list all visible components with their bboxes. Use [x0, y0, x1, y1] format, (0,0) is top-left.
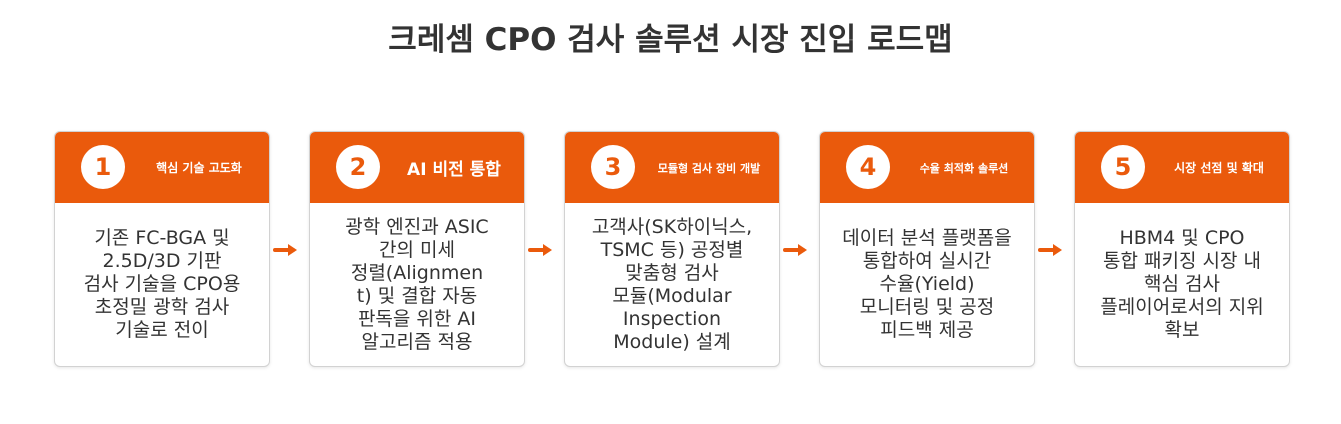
roadmap-step-4: 4 수율 최적화 솔루션 데이터 분석 플랫폼을 통합하여 실시간 수율(Yie…: [819, 131, 1035, 367]
step-header: 3 모듈형 검사 장비 개발: [565, 132, 779, 203]
step-label: 수율 최적화 솔루션: [919, 161, 1009, 175]
arrow-right-icon: [783, 244, 807, 256]
step-label: 핵심 기술 고도화: [156, 161, 242, 175]
step-number-badge: 3: [591, 145, 635, 189]
roadmap-step-3: 3 모듈형 검사 장비 개발 고객사(SK하이닉스, TSMC 등) 공정별 맞…: [564, 131, 780, 367]
step-header: 5 시장 선점 및 확대: [1075, 132, 1289, 203]
step-header: 4 수율 최적화 솔루션: [820, 132, 1034, 203]
arrow-right-icon: [273, 244, 297, 256]
step-label: AI 비전 통합: [407, 160, 501, 180]
step-description: 기존 FC-BGA 및 2.5D/3D 기판 검사 기술을 CPO용 초정밀 광…: [83, 227, 241, 341]
arrow-right-icon: [1038, 244, 1062, 256]
page-title: 크레셈 CPO 검사 솔루션 시장 진입 로드맵: [388, 22, 953, 58]
step-label: 모듈형 검사 장비 개발: [657, 161, 761, 175]
step-number-badge: 2: [336, 145, 380, 189]
arrow-right-icon: [528, 244, 552, 256]
roadmap-step-2: 2 AI 비전 통합 광학 엔진과 ASIC 간의 미세 정렬(Alignmen…: [309, 131, 525, 367]
roadmap-step-5: 5 시장 선점 및 확대 HBM4 및 CPO 통합 패키징 시장 내 핵심 검…: [1074, 131, 1290, 367]
step-header: 2 AI 비전 통합: [310, 132, 524, 203]
step-number-badge: 5: [1101, 145, 1145, 189]
step-description: 데이터 분석 플랫폼을 통합하여 실시간 수율(Yield) 모니터링 및 공정…: [842, 227, 1012, 341]
step-header: 1 핵심 기술 고도화: [55, 132, 269, 203]
step-number-badge: 1: [81, 145, 125, 189]
step-description: HBM4 및 CPO 통합 패키징 시장 내 핵심 검사 플레이어로서의 지위 …: [1100, 227, 1264, 341]
step-description: 광학 엔진과 ASIC 간의 미세 정렬(Alignmen t) 및 결합 자동…: [345, 215, 489, 353]
roadmap-step-1: 1 핵심 기술 고도화 기존 FC-BGA 및 2.5D/3D 기판 검사 기술…: [54, 131, 270, 367]
step-number-badge: 4: [846, 145, 890, 189]
step-description: 고객사(SK하이닉스, TSMC 등) 공정별 맞춤형 검사 모듈(Modula…: [591, 215, 753, 353]
step-label: 시장 선점 및 확대: [1174, 161, 1264, 175]
